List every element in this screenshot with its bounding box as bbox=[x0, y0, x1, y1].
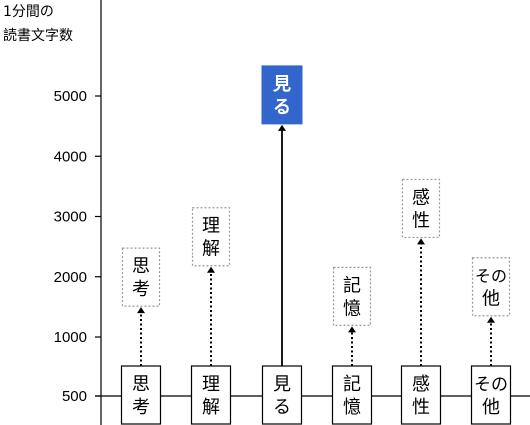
top-label-line-2: 解 bbox=[202, 239, 220, 260]
top-label-line-2: 考 bbox=[132, 279, 150, 300]
top-label-box bbox=[191, 207, 231, 267]
top-label-line-1: 思 bbox=[132, 256, 150, 277]
top-label-line-2: 性 bbox=[412, 210, 430, 231]
y-tick-label: 1000 bbox=[54, 329, 87, 346]
category-label-line-1: 理 bbox=[202, 374, 220, 395]
base-box bbox=[120, 365, 162, 425]
top-label-box bbox=[332, 266, 372, 326]
top-label-box bbox=[121, 247, 161, 307]
top-label-box bbox=[401, 178, 441, 239]
top-label-line-1: 理 bbox=[202, 216, 220, 237]
category-label-line-2: る bbox=[273, 397, 291, 418]
base-box bbox=[261, 365, 303, 425]
category-label-line-1: 記 bbox=[343, 374, 361, 395]
y-tick-label: 2000 bbox=[54, 269, 87, 286]
category-label-line-2: 考 bbox=[132, 397, 150, 418]
category-label-line-2: 解 bbox=[202, 397, 220, 418]
top-label-line-1: 見 bbox=[272, 74, 291, 95]
base-box bbox=[331, 365, 373, 425]
category-label-line-1: 見 bbox=[273, 374, 291, 395]
stem-arrowhead bbox=[207, 266, 215, 273]
y-axis-label-line-2: 読書文字数 bbox=[3, 27, 73, 44]
category-label-line-2: 性 bbox=[412, 397, 430, 418]
top-label-line-1: 感 bbox=[412, 187, 430, 208]
axes bbox=[95, 0, 530, 425]
top-label-line-2: 他 bbox=[482, 289, 500, 310]
top-label-line-2: 憶 bbox=[343, 298, 361, 319]
top-label-line-1: 記 bbox=[343, 275, 361, 296]
y-axis-label-line-1: 1分間の bbox=[3, 4, 54, 20]
stem-arrowhead bbox=[278, 124, 286, 131]
base-box bbox=[400, 365, 442, 425]
category-label-line-1: 感 bbox=[412, 374, 430, 395]
stem-arrowhead bbox=[417, 238, 425, 245]
top-label-line-2: る bbox=[273, 97, 291, 118]
category-label-line-1: その bbox=[474, 375, 508, 395]
top-label-box bbox=[471, 257, 511, 317]
y-tick-label: 4000 bbox=[54, 148, 87, 165]
category-label-line-1: 思 bbox=[132, 374, 150, 395]
stem-arrowhead bbox=[137, 307, 145, 314]
stem-arrowhead bbox=[487, 316, 495, 323]
top-label-line-1: その bbox=[475, 267, 507, 286]
base-box bbox=[470, 365, 512, 425]
top-label-box bbox=[261, 65, 303, 125]
category-label-line-2: 憶 bbox=[343, 397, 361, 418]
y-ticks: 500 1000 2000 3000 4000 5000 bbox=[54, 88, 101, 405]
y-tick-label: 5000 bbox=[54, 88, 87, 105]
category-label-line-2: 他 bbox=[482, 397, 500, 418]
y-tick-label: 3000 bbox=[54, 209, 87, 226]
stem-arrowhead bbox=[348, 326, 356, 333]
y-tick-label: 500 bbox=[62, 388, 87, 405]
